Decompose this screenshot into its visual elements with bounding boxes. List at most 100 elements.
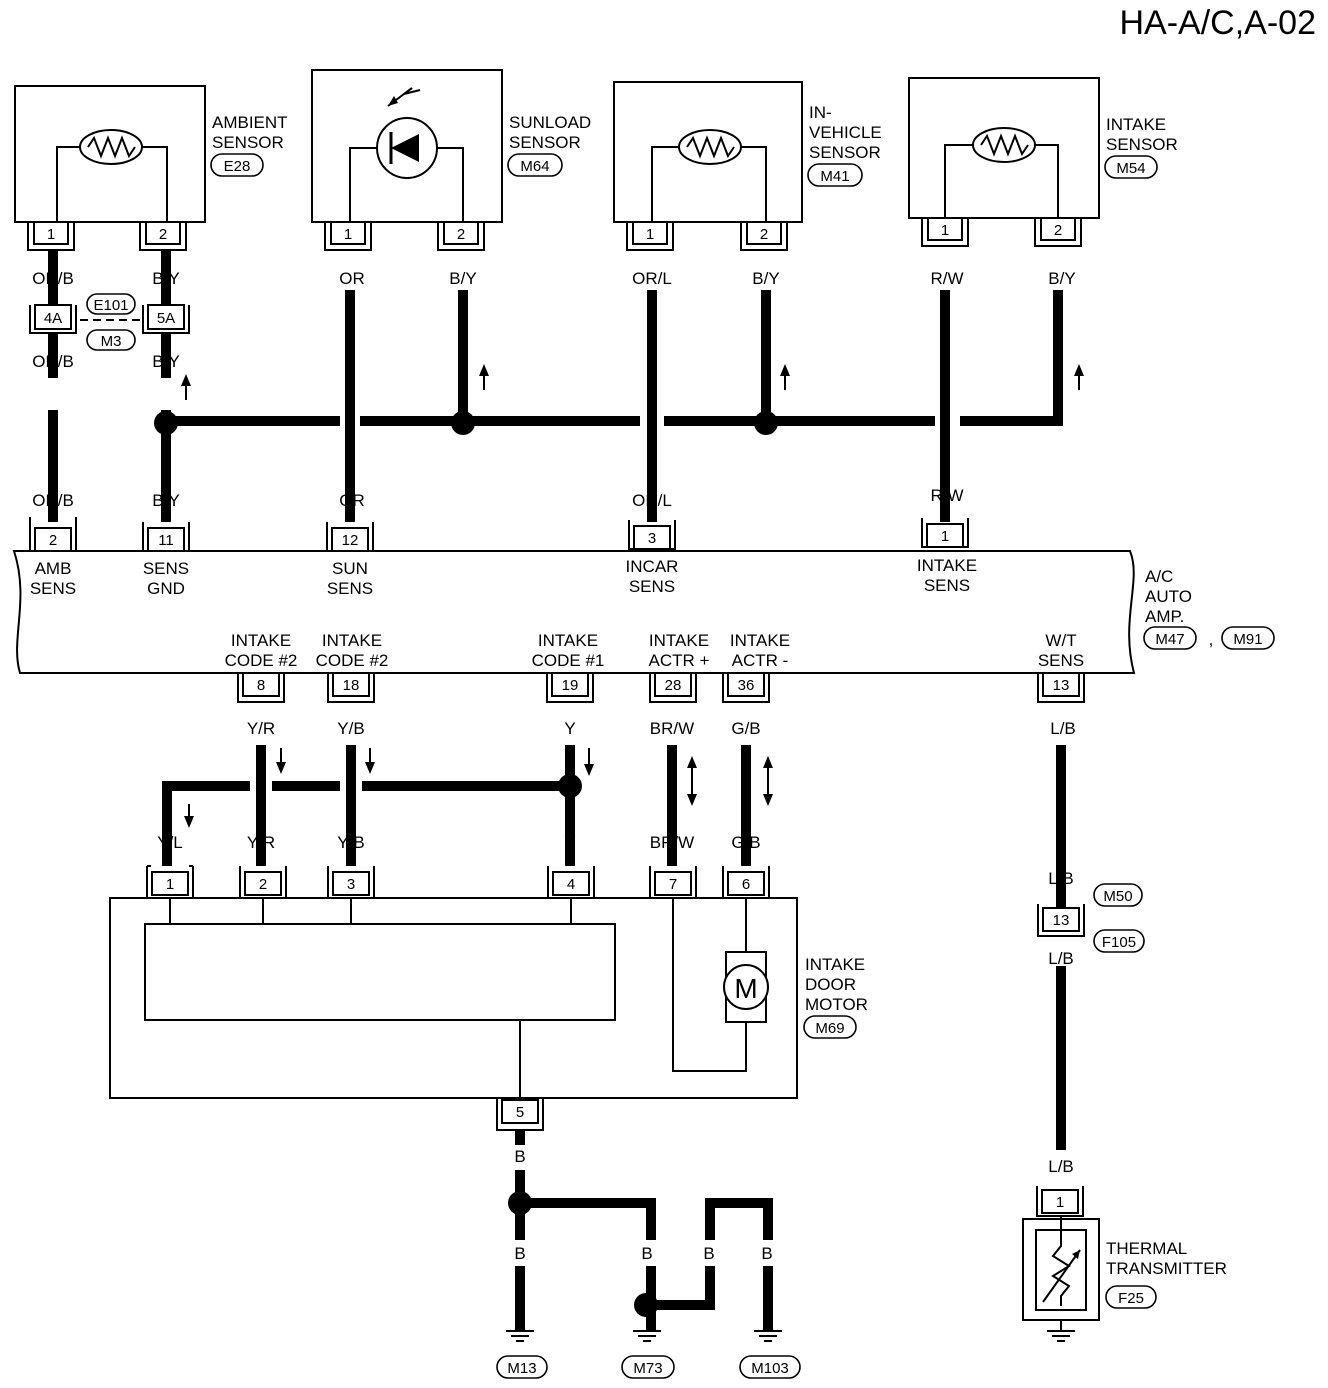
ambient-label-2: SENSOR	[212, 133, 284, 152]
svg-text:SENS: SENS	[327, 579, 373, 598]
svg-text:CODE #2: CODE #2	[225, 651, 298, 670]
page-code: HA-A/C,A-02	[1120, 4, 1317, 42]
ground-conn-m73: M73	[633, 1360, 662, 1377]
svg-text:B/Y: B/Y	[1048, 269, 1075, 288]
svg-text:1: 1	[646, 226, 654, 243]
svg-text:2: 2	[159, 226, 167, 243]
svg-text:1: 1	[941, 528, 949, 545]
svg-text:L/B: L/B	[1048, 1157, 1074, 1176]
svg-text:INTAKE: INTAKE	[322, 631, 382, 650]
svg-text:OR/B: OR/B	[32, 352, 74, 371]
svg-text:7: 7	[669, 876, 677, 893]
svg-text:B/Y: B/Y	[449, 269, 476, 288]
svg-text:11: 11	[158, 532, 174, 549]
thermal-label-2: TRANSMITTER	[1106, 1259, 1227, 1278]
svg-text:CODE #1: CODE #1	[532, 651, 605, 670]
motor-label-2: DOOR	[805, 975, 856, 994]
ambient-label-1: AMBIENT	[212, 113, 288, 132]
svg-text:Y: Y	[564, 719, 575, 738]
amp-label-2: AUTO	[1145, 587, 1192, 606]
svg-text:B/Y: B/Y	[152, 491, 179, 510]
svg-text:Y/L: Y/L	[157, 833, 183, 852]
amp-label-1: A/C	[1145, 567, 1173, 586]
svg-text:SENS: SENS	[629, 577, 675, 596]
svg-text:OR/B: OR/B	[32, 269, 74, 288]
svg-text:8: 8	[257, 677, 265, 694]
svg-text:2: 2	[760, 226, 768, 243]
motor-pins: 1 2 3 4 7 6 5	[146, 865, 770, 1131]
svg-text:36: 36	[738, 677, 755, 694]
svg-text:B: B	[641, 1244, 652, 1263]
ground-conn-m13: M13	[507, 1360, 536, 1377]
svg-text:R/W: R/W	[930, 486, 963, 505]
intake-connector: M54	[1116, 160, 1145, 177]
svg-text:G/B: G/B	[731, 719, 760, 738]
svg-text:B: B	[514, 1147, 525, 1166]
amp-bottom-labels: INTAKE CODE #2 INTAKE CODE #2 INTAKE COD…	[225, 631, 1085, 670]
ground-wiring: B B B B B M13 M73 M103	[496, 1130, 801, 1379]
amp-conn-1: M47	[1155, 631, 1184, 648]
svg-text:5: 5	[516, 1104, 524, 1121]
svg-text:L/B: L/B	[1048, 869, 1074, 888]
ground-icon	[1047, 1320, 1075, 1342]
svg-text:OR: OR	[339, 491, 365, 510]
svg-text:,: ,	[1209, 630, 1214, 649]
svg-text:INTAKE: INTAKE	[231, 631, 291, 650]
svg-text:2: 2	[1054, 222, 1062, 239]
svg-text:B: B	[703, 1244, 714, 1263]
svg-text:19: 19	[562, 677, 579, 694]
ambient-sensor: AMBIENT SENSOR E28	[14, 85, 288, 223]
ground-icon	[506, 1330, 534, 1342]
motor-label-1: INTAKE	[805, 955, 865, 974]
lower-wires	[162, 745, 1066, 1150]
svg-text:B/Y: B/Y	[152, 269, 179, 288]
svg-text:2: 2	[49, 532, 57, 549]
sunload-connector: M64	[520, 158, 549, 175]
joint-connector-13: 13 M50 F105	[1037, 883, 1145, 953]
joint-pin-4a: 4A	[44, 310, 62, 327]
svg-text:18: 18	[343, 677, 360, 694]
svg-text:L/B: L/B	[1050, 719, 1076, 738]
joint-pin-5a: 5A	[157, 310, 175, 327]
svg-text:BR/W: BR/W	[650, 833, 694, 852]
upper-wires	[48, 250, 1084, 522]
svg-text:3: 3	[347, 876, 355, 893]
invehicle-label-3: SENSOR	[809, 143, 881, 162]
svg-text:SENS: SENS	[30, 579, 76, 598]
ground-icon	[754, 1330, 782, 1342]
amp-label-3: AMP.	[1145, 607, 1184, 626]
svg-text:1: 1	[47, 226, 55, 243]
svg-text:G/B: G/B	[731, 833, 760, 852]
svg-text:R/W: R/W	[930, 269, 963, 288]
sunload-sensor: SUNLOAD SENSOR M64	[311, 69, 591, 223]
svg-text:INTAKE: INTAKE	[649, 631, 709, 650]
invehicle-label-2: VEHICLE	[809, 123, 882, 142]
invehicle-connector: M41	[820, 168, 849, 185]
intake-door-motor: M INTAKE DOOR MOTOR M69	[109, 897, 868, 1099]
svg-text:BR/W: BR/W	[650, 719, 694, 738]
svg-text:B/Y: B/Y	[752, 269, 779, 288]
svg-text:1: 1	[941, 222, 949, 239]
invehicle-label-1: IN-	[809, 103, 832, 122]
svg-text:OR/L: OR/L	[632, 491, 672, 510]
svg-text:M50: M50	[1103, 888, 1132, 905]
svg-text:12: 12	[342, 532, 359, 549]
lower-wire-labels: Y/R Y/B Y BR/W G/B L/B Y/L Y/R Y/B Y BR/…	[157, 719, 1076, 1176]
svg-text:ACTR -: ACTR -	[732, 651, 789, 670]
thermal-connector: F25	[1118, 1290, 1144, 1307]
svg-text:F105: F105	[1102, 934, 1136, 951]
invehicle-sensor: IN- VEHICLE SENSOR M41	[613, 81, 882, 223]
svg-text:28: 28	[665, 677, 682, 694]
joint-conn-bottom: M3	[101, 333, 122, 350]
svg-text:2: 2	[457, 226, 465, 243]
svg-text:INTAKE: INTAKE	[917, 556, 977, 575]
svg-text:SENS: SENS	[924, 576, 970, 595]
svg-text:SENS: SENS	[143, 559, 189, 578]
svg-text:1: 1	[166, 876, 174, 893]
svg-text:Y: Y	[564, 833, 575, 852]
amp-bottom-pins: 8 18 19 28 36 13	[237, 672, 1085, 703]
svg-text:B: B	[514, 1244, 525, 1263]
joint-conn-top: E101	[93, 297, 128, 314]
intake-label-1: INTAKE	[1106, 115, 1166, 134]
